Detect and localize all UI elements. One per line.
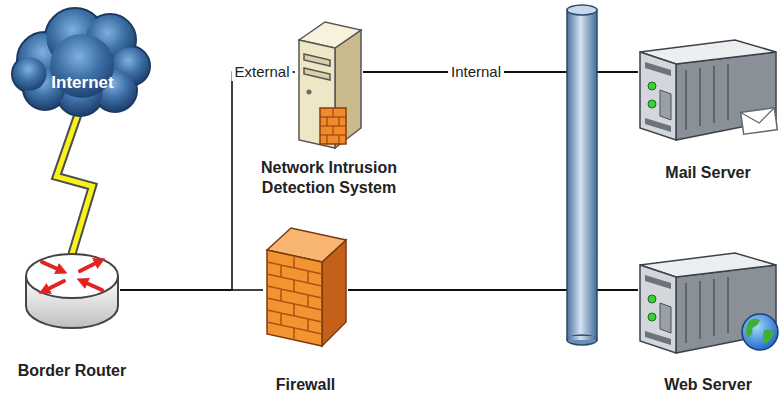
node-label: Internet [15,73,150,93]
internet-cloud-fill [14,10,149,115]
server-node: Mail Server [638,35,778,150]
firewall-wall [267,228,346,346]
server-node: Web Server [638,248,778,358]
edge-label: External [231,63,292,81]
lightning-link [56,113,92,254]
edge-label: Internal [448,63,504,81]
node-label: Firewall [246,375,366,395]
firewall-node: Firewall [263,225,348,348]
node-label: Border Router [0,361,152,381]
edge-label-anchor: Internal [448,63,504,81]
lightning-outline [56,113,92,254]
lightning-bolt [56,113,92,254]
node-label: Network Intrusion Detection System [239,158,419,198]
mail-server-icon [640,40,777,140]
ids-server-icon [299,22,361,148]
web-server-icon [640,253,778,353]
cloud-node: Internet [15,5,150,115]
router-icon [26,254,118,328]
node-label: Web Server [638,375,778,395]
network-bus [567,5,597,345]
node-label: Mail Server [638,163,778,183]
firewall-badge [320,108,346,144]
router-node: Border Router [24,248,120,332]
internet-cloud [12,8,150,116]
ids-node: Network Intrusion Detection System [295,15,363,150]
edge-label-anchor: External [231,63,292,81]
